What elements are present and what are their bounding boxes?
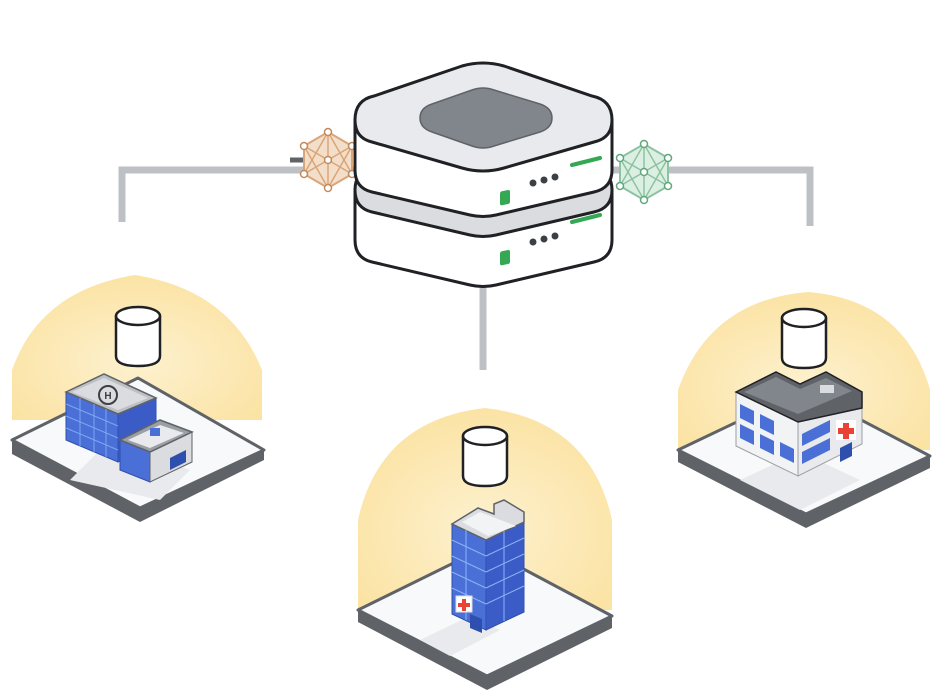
connection-line-left (118, 166, 360, 222)
clinic-building-icon (734, 371, 863, 510)
site-center (356, 408, 614, 690)
site-left: H (10, 275, 266, 522)
database-icon (461, 425, 509, 488)
network-mesh-icon (615, 139, 673, 205)
server-stack-icon (353, 61, 614, 288)
hospital-tower-icon (450, 499, 525, 633)
hospital-campus-helipad-icon: H (64, 373, 194, 500)
network-mesh-icon (290, 127, 357, 193)
glow-dome (358, 408, 612, 610)
database-icon (114, 305, 162, 368)
site-right (676, 292, 932, 528)
svg-text:H: H (104, 391, 111, 402)
database-icon (780, 307, 828, 370)
